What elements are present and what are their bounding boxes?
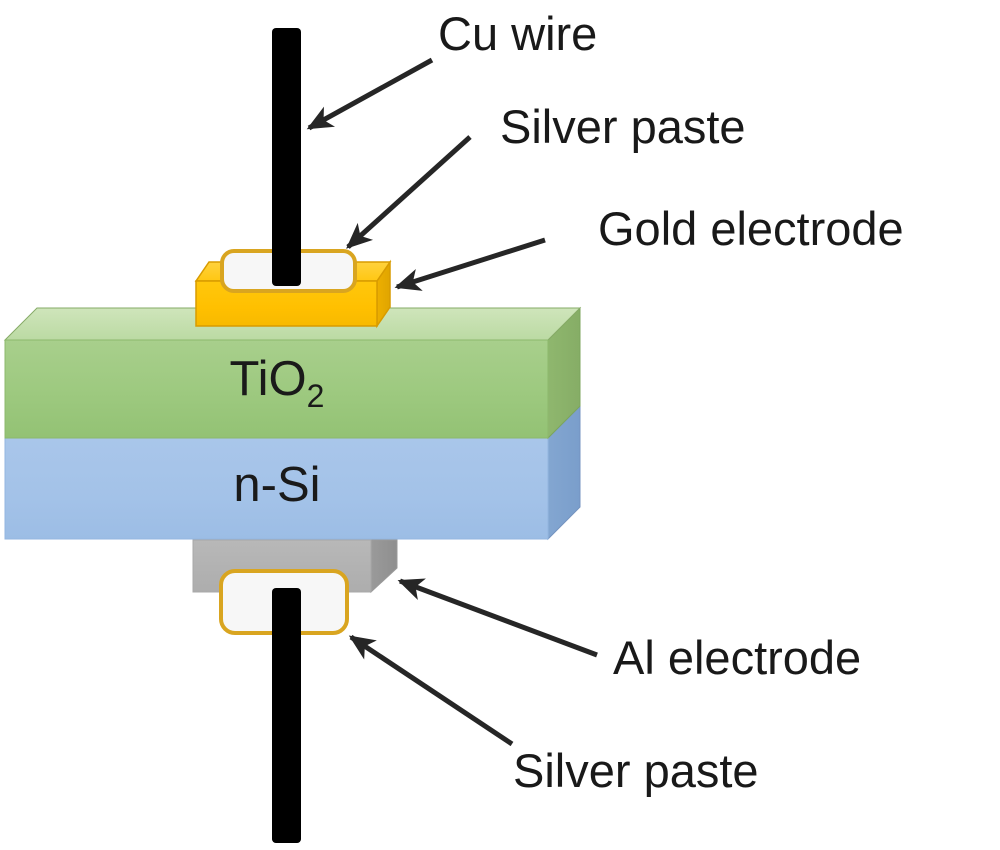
callout-label-silver-paste-top: Silver paste <box>500 100 746 153</box>
layer-label-tio2: TiO2 <box>230 352 325 414</box>
callout-label-al-electrode: Al electrode <box>613 631 861 684</box>
n-si-label-text: n-Si <box>233 458 320 512</box>
arrow-cu-wire <box>306 57 434 131</box>
layer-n-si <box>4 404 581 541</box>
tio2-label-subscript: 2 <box>307 378 325 414</box>
layer-tio2 <box>3 306 582 440</box>
arrow-silver-paste-top <box>346 135 472 249</box>
arrow-silver-paste-bottom <box>348 634 514 747</box>
callout-labels: Cu wire Silver paste Gold electrode Al e… <box>438 7 904 797</box>
tio2-label-text: TiO <box>230 352 307 406</box>
arrow-gold-electrode <box>394 237 546 291</box>
cu-wire-top <box>272 28 301 286</box>
callout-label-gold-electrode: Gold electrode <box>598 202 904 255</box>
arrow-al-electrode <box>397 578 598 658</box>
callout-label-silver-paste-bottom: Silver paste <box>513 744 759 797</box>
svg-text:TiO2: TiO2 <box>230 352 325 414</box>
callout-arrows <box>306 57 598 747</box>
callout-label-cu-wire: Cu wire <box>438 7 597 60</box>
cu-wire-bottom-front <box>272 588 301 843</box>
layer-label-n-si: n-Si <box>233 458 320 512</box>
